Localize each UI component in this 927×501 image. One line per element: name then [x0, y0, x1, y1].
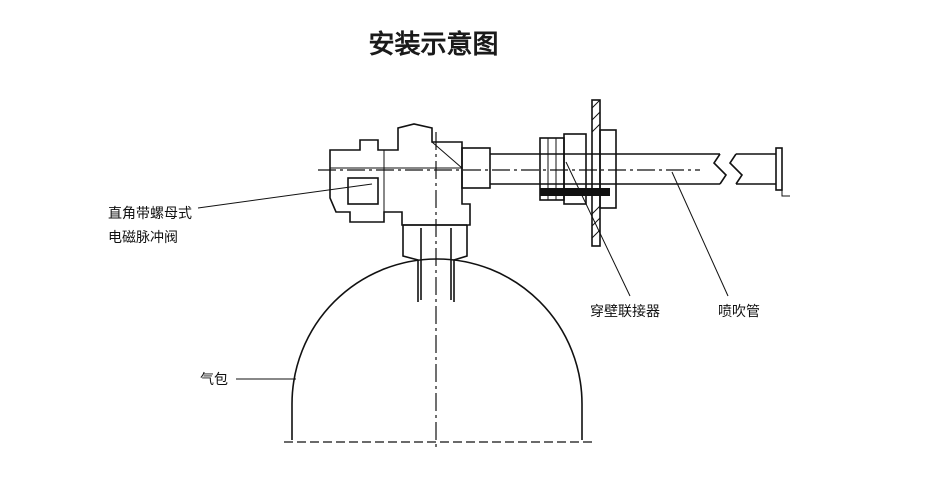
label-drum: 气包 — [200, 372, 228, 388]
wall-connector — [539, 99, 617, 247]
gas-drum — [284, 258, 592, 443]
label-valve-line1: 直角带螺母式 — [108, 205, 192, 222]
label-valve-line2: 电磁脉冲阀 — [108, 230, 178, 246]
connector-leader — [565, 161, 631, 297]
diagram-title: 安装示意图 — [368, 30, 499, 60]
riser-tube — [402, 224, 468, 302]
label-pipe: 喷吹管 — [718, 304, 760, 320]
blow-pipe — [461, 147, 790, 197]
pipe-leader — [671, 171, 729, 297]
pulse-valve — [329, 123, 471, 226]
label-connector: 穿壁联接器 — [590, 303, 660, 320]
valve-leader — [197, 183, 373, 209]
